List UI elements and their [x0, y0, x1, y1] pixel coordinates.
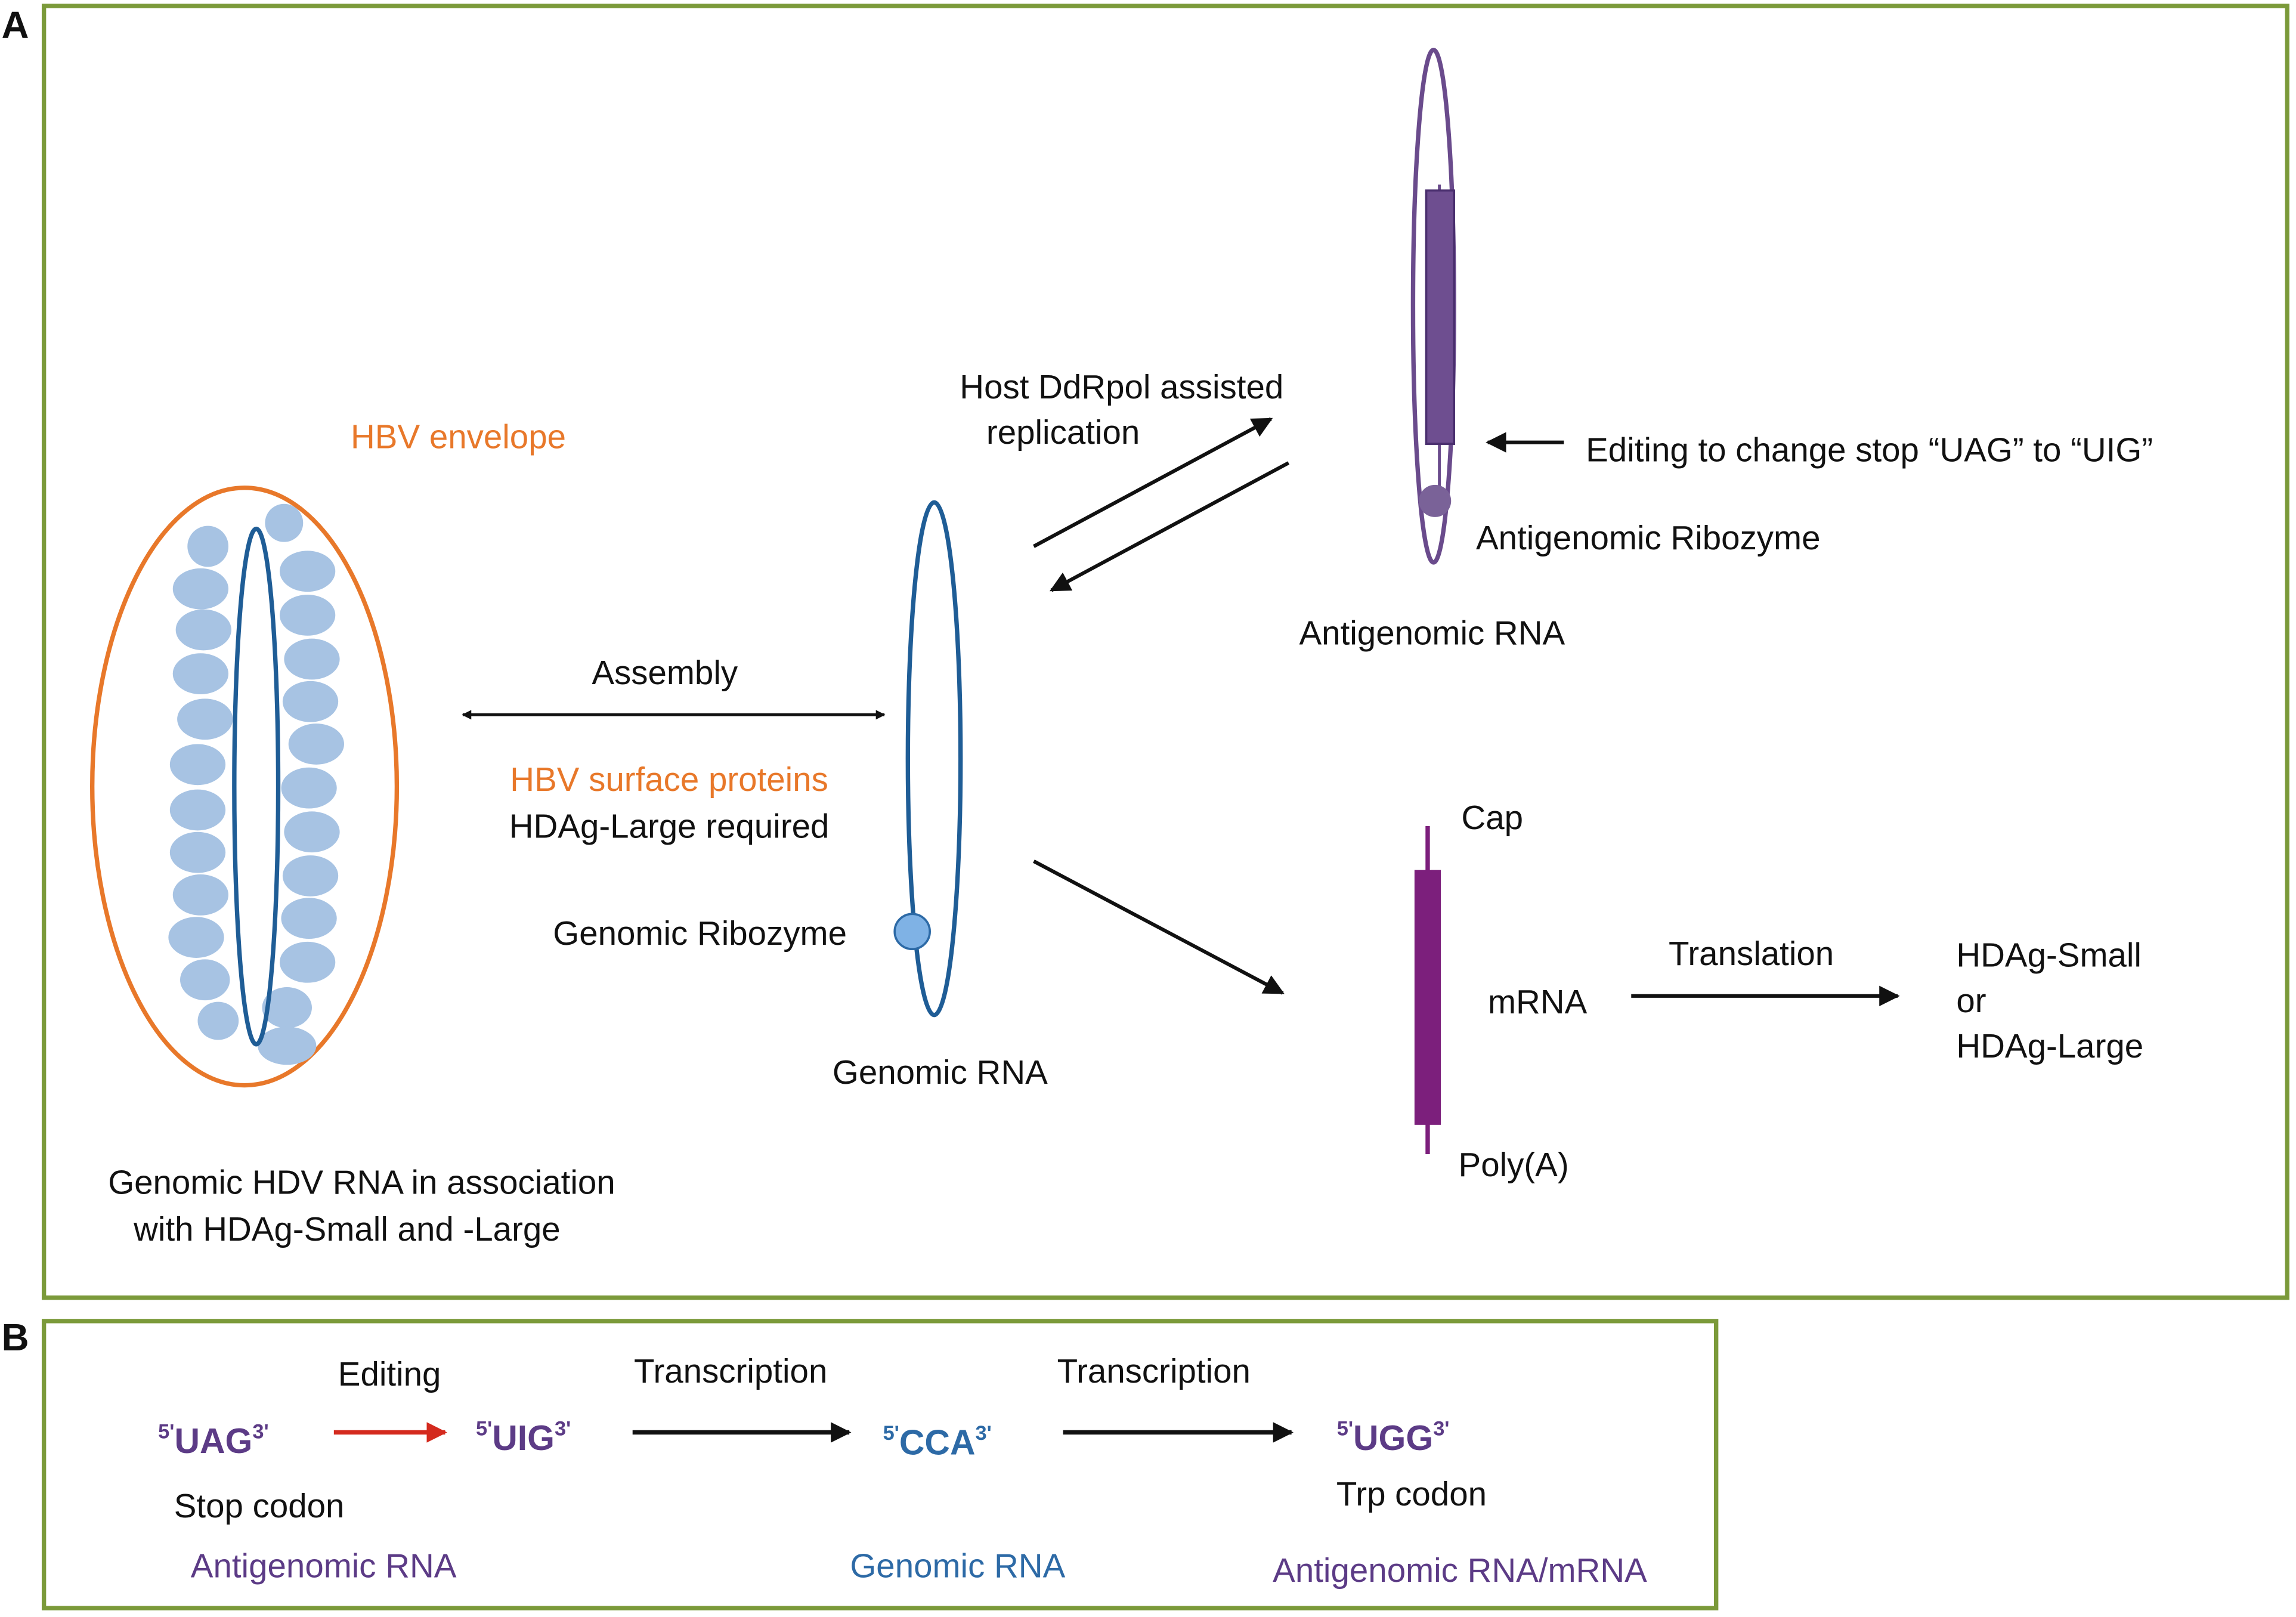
codon-cca-three: 3'	[975, 1422, 991, 1445]
panel-b-frame	[41, 1319, 1719, 1610]
codon-uig-three: 3'	[555, 1417, 571, 1440]
hbv-envelope-label: HBV envelope	[351, 418, 566, 455]
hdag-protein-cluster	[168, 503, 345, 1065]
mrna-transcription-arrow	[1033, 859, 1285, 995]
hdag-large-label: HDAg-Large	[1956, 1027, 2143, 1065]
codon-uig-five: 5'	[476, 1417, 492, 1440]
hdag-small-label: HDAg-Small	[1956, 936, 2142, 974]
antigenomic-rna-mrna-label: Antigenomic RNA/mRNA	[1273, 1551, 1647, 1589]
codon-cca-seq: CCA	[899, 1423, 976, 1462]
codon-cca-five: 5'	[883, 1422, 899, 1445]
editing-label: Editing	[338, 1355, 441, 1393]
codon-ugg: 5'UGG3'	[1337, 1417, 1450, 1458]
panel-a-label: A	[1, 4, 29, 47]
panel-b-label: B	[1, 1316, 29, 1359]
hdv-assoc-line1: Genomic HDV RNA in association	[108, 1163, 615, 1201]
replication-arrow-forward	[1033, 417, 1273, 548]
hdv-assoc-line2: with HDAg-Small and -Large	[133, 1210, 561, 1248]
hdv-particle	[90, 486, 400, 1088]
cap-label: Cap	[1461, 799, 1523, 836]
codon-ugg-five: 5'	[1337, 1417, 1353, 1440]
antigenomic-rna-label: Antigenomic RNA	[1299, 614, 1565, 651]
codon-uag-three: 3'	[252, 1420, 268, 1443]
panel-b: B Editing Transcription Transcription 5'…	[1, 1316, 1719, 1610]
panel-a: A	[1, 4, 2289, 1300]
transcription-label-1: Transcription	[634, 1352, 827, 1390]
mrna-label: mRNA	[1488, 983, 1588, 1021]
assembly-label: Assembly	[592, 654, 738, 691]
genomic-ribozyme-label: Genomic Ribozyme	[553, 914, 847, 952]
host-ddrpol-line2: replication	[986, 413, 1140, 451]
codon-uig: 5'UIG3'	[476, 1417, 571, 1458]
or-label: or	[1956, 982, 1986, 1019]
polya-label: Poly(A)	[1459, 1146, 1569, 1183]
transcription-label-2: Transcription	[1057, 1352, 1251, 1390]
antigenomic-rna-b-label: Antigenomic RNA	[191, 1547, 457, 1585]
hdag-large-required-label: HDAg-Large required	[509, 808, 830, 845]
codon-cca: 5'CCA3'	[883, 1422, 992, 1463]
genomic-ribozyme-marker	[893, 913, 931, 951]
codon-uag: 5'UAG3'	[158, 1420, 268, 1461]
antigenomic-orf-box	[1425, 189, 1456, 445]
genomic-rna-label: Genomic RNA	[833, 1053, 1048, 1091]
hbv-surface-proteins-label: HBV surface proteins	[510, 760, 828, 798]
codon-ugg-seq: UGG	[1353, 1419, 1433, 1458]
translation-label: Translation	[1669, 935, 1834, 972]
antigenomic-ribozyme-marker	[1419, 484, 1452, 517]
replication-arrow-reverse	[1049, 461, 1290, 592]
hbv-envelope-shape	[90, 486, 400, 1088]
trp-codon-label: Trp codon	[1336, 1475, 1487, 1513]
codon-ugg-three: 3'	[1433, 1417, 1449, 1440]
genomic-rna-shape	[905, 500, 963, 1018]
antigenomic-ribozyme-label: Antigenomic Ribozyme	[1476, 519, 1820, 556]
editing-note-label: Editing to change stop “UAG” to “UIG”	[1586, 431, 2153, 469]
host-ddrpol-line1: Host DdRpol assisted	[960, 368, 1283, 406]
panel-a-frame	[41, 4, 2289, 1300]
codon-uag-five: 5'	[158, 1420, 174, 1443]
codon-uag-seq: UAG	[174, 1422, 252, 1461]
stop-codon-label: Stop codon	[174, 1487, 345, 1525]
genomic-rna-b-label: Genomic RNA	[850, 1547, 1065, 1585]
mrna-box	[1414, 870, 1441, 1125]
particle-genomic-strand	[232, 526, 281, 1047]
codon-uig-seq: UIG	[492, 1419, 555, 1458]
